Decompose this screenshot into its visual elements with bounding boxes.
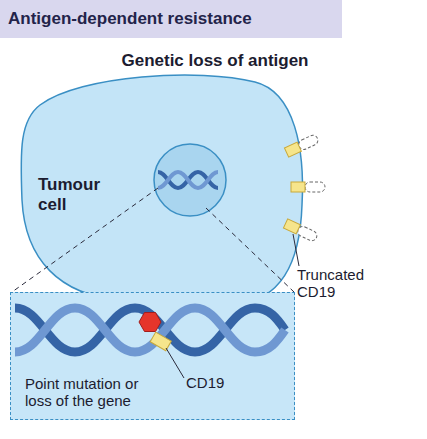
zoom-line — [206, 208, 294, 292]
title-text: Antigen-dependent resistance — [8, 9, 338, 29]
receptor-stub — [283, 219, 300, 234]
truncated-receptor — [283, 219, 318, 242]
dna-strand — [158, 172, 218, 188]
missing-domain — [297, 134, 319, 152]
inset-box: Point mutation or loss of the gene — [10, 292, 295, 420]
callout-label: Truncated CD19 — [297, 266, 397, 301]
cell-shape: Tumour cell — [18, 72, 318, 308]
receptor-stub — [284, 142, 301, 157]
receptor-stub — [291, 182, 305, 192]
title-band: Antigen-dependent resistance — [0, 0, 342, 38]
node-text: Point mutation or loss of the gene — [25, 375, 165, 410]
subtitle-text: Genetic loss of antigen — [55, 51, 375, 71]
nucleus — [154, 144, 226, 216]
dna-strand — [158, 172, 218, 188]
callout-label: CD19 — [186, 374, 246, 391]
leader-line — [166, 348, 184, 378]
cell-membrane — [21, 75, 302, 305]
missing-domain — [305, 182, 325, 192]
leader-line — [293, 234, 299, 266]
truncated-receptor — [291, 182, 325, 192]
mutation-marker — [139, 313, 161, 332]
zoom-line — [12, 188, 158, 292]
dna-strand — [15, 308, 285, 352]
missing-domain — [296, 225, 318, 243]
node-text: Tumour cell — [38, 175, 116, 214]
truncated-receptor — [284, 134, 319, 157]
gene-segment — [150, 332, 171, 351]
dna-strand — [15, 308, 285, 352]
